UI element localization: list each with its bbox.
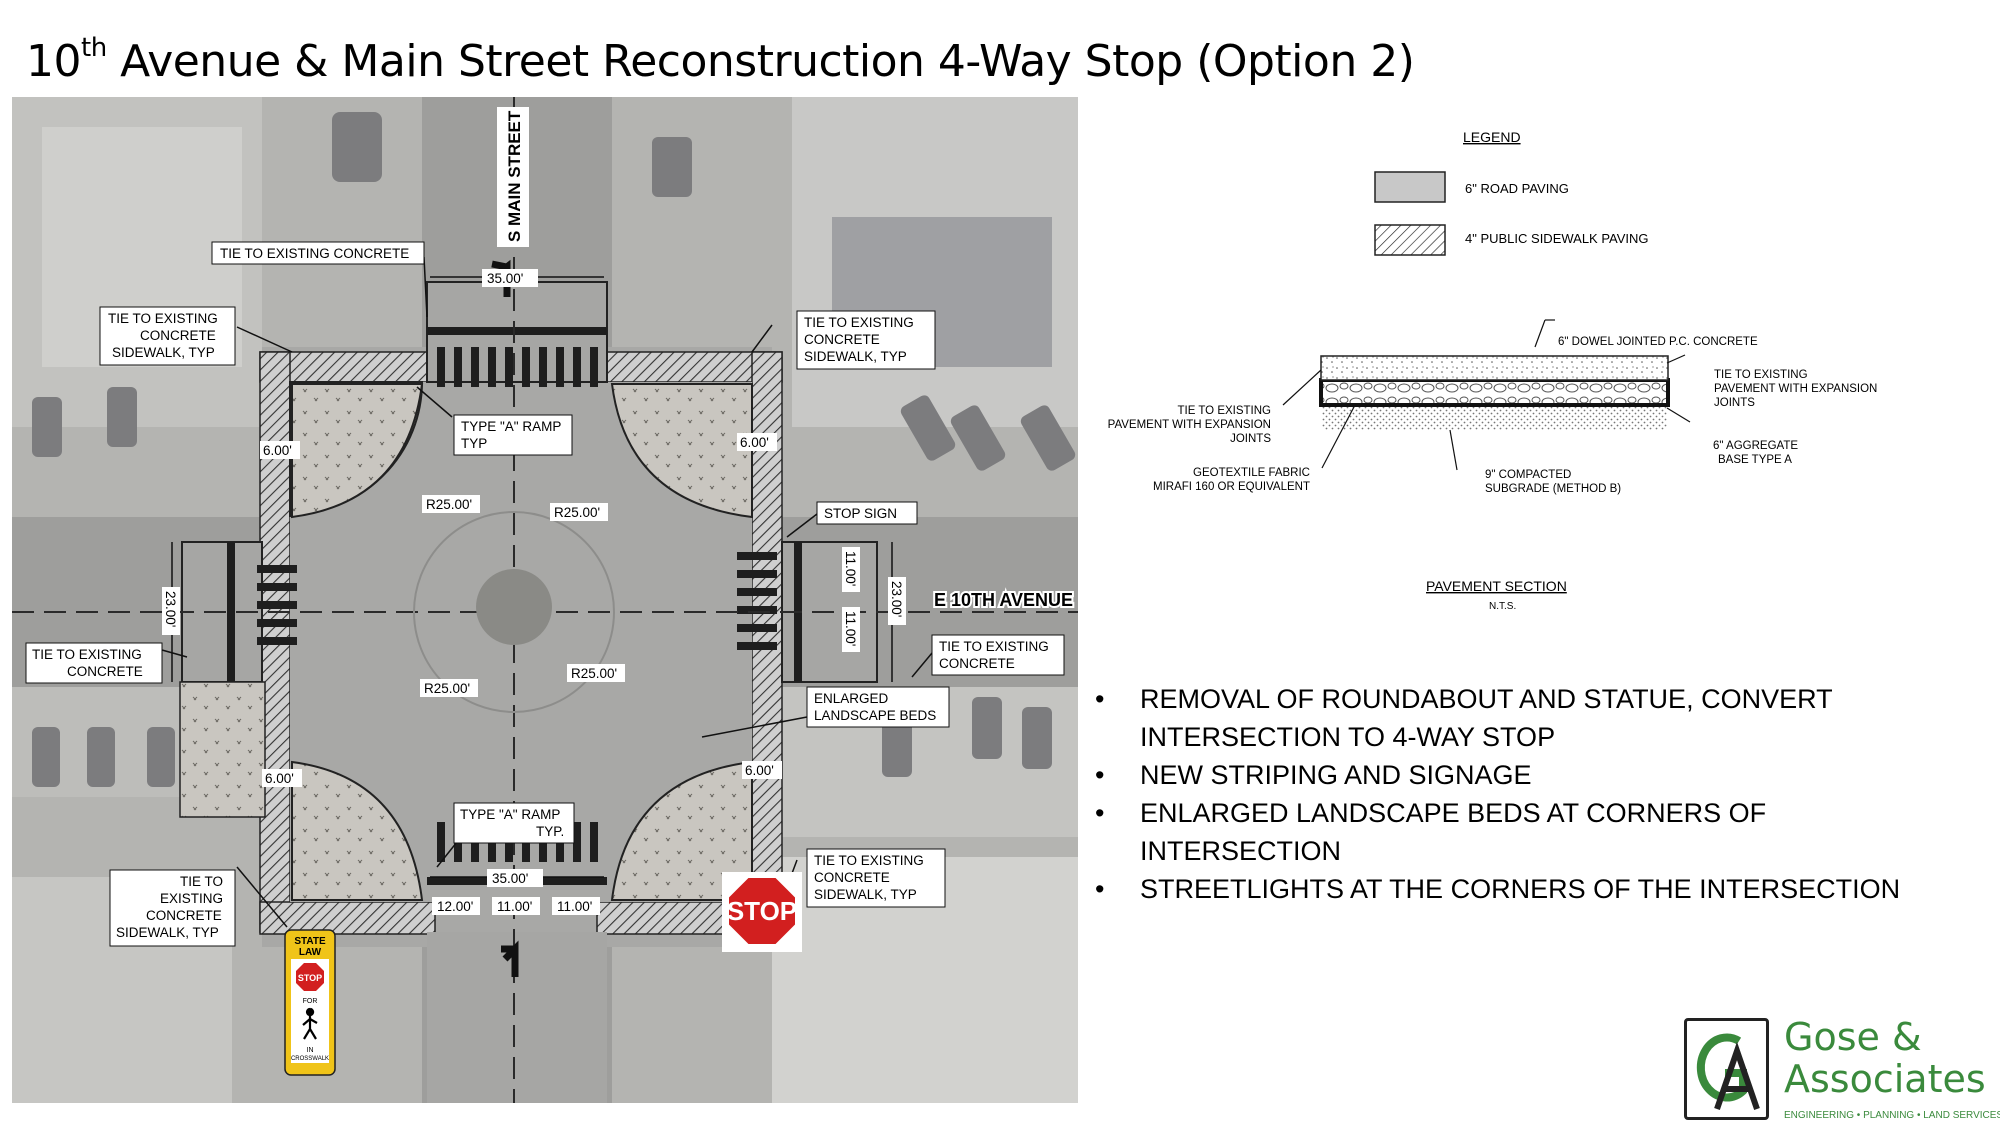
- dim-lane-11-a: 11.00': [497, 899, 532, 914]
- legend-swatch-sidewalk: [1374, 224, 1446, 256]
- callout-tie-sidewalk-ne-3: SIDEWALK, TYP: [804, 349, 907, 364]
- dim-west-width: 23.00': [163, 591, 178, 627]
- landscape-beds: [289, 381, 753, 901]
- callout-ramp-bottom-1: TYPE "A" RAMP: [460, 807, 560, 822]
- dim-sidewalk-se: 6.00': [745, 763, 774, 778]
- dim-bottom-width: 35.00': [492, 871, 528, 886]
- company-logo: Gose & Associates ENGINEERING • PLANNING…: [1684, 1015, 2000, 1125]
- callout-tie-sidewalk-nw-3: SIDEWALK, TYP: [112, 345, 215, 360]
- section-tie-left-3: JOINTS: [1230, 433, 1271, 445]
- svg-text:STOP: STOP: [298, 973, 322, 983]
- callout-ramp-top-1: TYPE "A" RAMP: [461, 419, 561, 434]
- section-tie-right-1: TIE TO EXISTING: [1714, 369, 1808, 381]
- logo-line-2: Associates: [1784, 1057, 1986, 1101]
- callout-tie-sidewalk-sw-2: EXISTING: [160, 891, 223, 906]
- site-plan: S MAIN STREET E 10TH AVENUE TIE TO EXIST…: [12, 97, 1078, 1103]
- summary-item: •NEW STRIPING AND SIGNAGE: [1095, 760, 1532, 790]
- callout-tie-sidewalk-se-1: TIE TO EXISTING: [814, 853, 924, 868]
- section-tie-left-1: TIE TO EXISTING: [1177, 405, 1271, 417]
- section-concrete: 6" DOWEL JOINTED P.C. CONCRETE: [1558, 336, 1758, 348]
- legend-item-road: 6" ROAD PAVING: [1465, 181, 1569, 196]
- summary-item: •STREETLIGHTS AT THE CORNERS OF THE INTE…: [1095, 874, 1901, 904]
- callout-landscape-2: LANDSCAPE BEDS: [814, 708, 936, 723]
- callout-tie-concrete-east-2: CONCRETE: [939, 656, 1015, 671]
- dim-east-lane-1: 11.00': [843, 551, 858, 586]
- callout-tie-sidewalk-nw-2: CONCRETE: [140, 328, 216, 343]
- dim-sidewalk-nw: 6.00': [263, 443, 292, 458]
- callout-tie-concrete-east-1: TIE TO EXISTING: [939, 639, 1049, 654]
- callout-tie-sidewalk-sw-3: CONCRETE: [146, 908, 222, 923]
- svg-text:LAW: LAW: [299, 947, 322, 958]
- section-geotextile-1: GEOTEXTILE FABRIC: [1193, 467, 1310, 479]
- callout-ramp-top-2: TYP: [461, 436, 487, 451]
- dim-radius-sw: R25.00': [424, 681, 470, 696]
- svg-text:IN: IN: [307, 1047, 314, 1054]
- ga-monogram-icon: [1684, 1018, 1769, 1120]
- dim-east-width: 23.00': [889, 581, 904, 617]
- page-title: 10th Avenue & Main Street Reconstruction…: [26, 33, 1415, 87]
- section-subgrade-2: SUBGRADE (METHOD B): [1485, 483, 1621, 495]
- dim-sidewalk-sw: 6.00': [265, 771, 294, 786]
- callout-tie-sidewalk-sw-1: TIE TO: [180, 874, 223, 889]
- logo-tagline: ENGINEERING • PLANNING • LAND SERVICES: [1784, 1110, 2000, 1121]
- section-aggregate-1: 6" AGGREGATE: [1713, 440, 1798, 452]
- dim-radius-ne: R25.00': [554, 505, 600, 520]
- tenth-avenue-label: E 10TH AVENUE: [934, 590, 1073, 610]
- left-turn-arrow-south: [501, 940, 519, 977]
- legend-title: LEGEND: [1463, 129, 1521, 145]
- section-tie-right-3: JOINTS: [1714, 397, 1755, 409]
- pedestrian-crosswalk-sign-icon: STATE LAW STOP FOR IN CROSSWALK: [284, 929, 336, 1076]
- summary-item: •ENLARGED LANDSCAPE BEDS AT CORNERS OF I…: [1095, 798, 1767, 866]
- logo-line-1: Gose &: [1784, 1015, 1922, 1059]
- callout-landscape-1: ENLARGED: [814, 691, 889, 706]
- callout-tie-sidewalk-se-3: SIDEWALK, TYP: [814, 887, 917, 902]
- dim-top-width: 35.00': [487, 271, 523, 286]
- callout-tie-concrete-west-2: CONCRETE: [67, 664, 143, 679]
- dim-east-lane-2: 11.00': [843, 611, 858, 646]
- section-aggregate-2: BASE TYPE A: [1718, 454, 1792, 466]
- callout-stop-sign: STOP SIGN: [824, 506, 897, 521]
- svg-text:STATE: STATE: [294, 936, 326, 947]
- main-street-label: S MAIN STREET: [505, 110, 524, 242]
- callout-tie-sidewalk-ne-2: CONCRETE: [804, 332, 880, 347]
- summary-item: •REMOVAL OF ROUNDABOUT AND STATUE, CONVE…: [1095, 684, 1833, 752]
- dim-radius-nw: R25.00': [426, 497, 472, 512]
- pavement-section-drawing: LEGEND 6" ROAD PAVING 4" PUBLIC SIDEWALK…: [1108, 129, 1878, 612]
- legend-swatch-road: [1374, 171, 1446, 203]
- section-subgrade-1: 9" COMPACTED: [1485, 469, 1571, 481]
- section-tie-left-2: PAVEMENT WITH EXPANSION: [1108, 419, 1271, 431]
- legend-item-sidewalk: 4" PUBLIC SIDEWALK PAVING: [1465, 231, 1649, 246]
- callout-tie-concrete-west-1: TIE TO EXISTING: [32, 647, 142, 662]
- callout-tie-sidewalk-sw-4: SIDEWALK, TYP: [116, 925, 219, 940]
- callout-tie-sidewalk-nw-1: TIE TO EXISTING: [108, 311, 218, 326]
- dim-lane-11-b: 11.00': [557, 899, 592, 914]
- summary-list: •REMOVAL OF ROUNDABOUT AND STATUE, CONVE…: [1095, 680, 1960, 908]
- svg-text:FOR: FOR: [303, 998, 318, 1005]
- dim-lane-12: 12.00': [437, 899, 473, 914]
- pavement-section-subtitle: N.T.S.: [1489, 601, 1516, 612]
- section-tie-right-2: PAVEMENT WITH EXPANSION: [1714, 383, 1877, 395]
- stop-sign-icon: STOP: [722, 872, 802, 952]
- pavement-section-layers: [1319, 355, 1670, 430]
- legend: LEGEND 6" ROAD PAVING 4" PUBLIC SIDEWALK…: [1374, 129, 1649, 256]
- stop-sign-text: STOP: [727, 896, 797, 926]
- callout-tie-concrete-top: TIE TO EXISTING CONCRETE: [220, 246, 409, 261]
- dim-sidewalk-ne: 6.00': [740, 435, 769, 450]
- section-geotextile-2: MIRAFI 160 OR EQUIVALENT: [1153, 481, 1310, 493]
- pavement-section-title: PAVEMENT SECTION: [1426, 578, 1567, 594]
- callout-ramp-bottom-2: TYP.: [536, 824, 564, 839]
- callout-tie-sidewalk-se-2: CONCRETE: [814, 870, 890, 885]
- svg-text:CROSSWALK: CROSSWALK: [291, 1056, 329, 1062]
- dim-radius-se: R25.00': [571, 666, 617, 681]
- callout-tie-sidewalk-ne-1: TIE TO EXISTING: [804, 315, 914, 330]
